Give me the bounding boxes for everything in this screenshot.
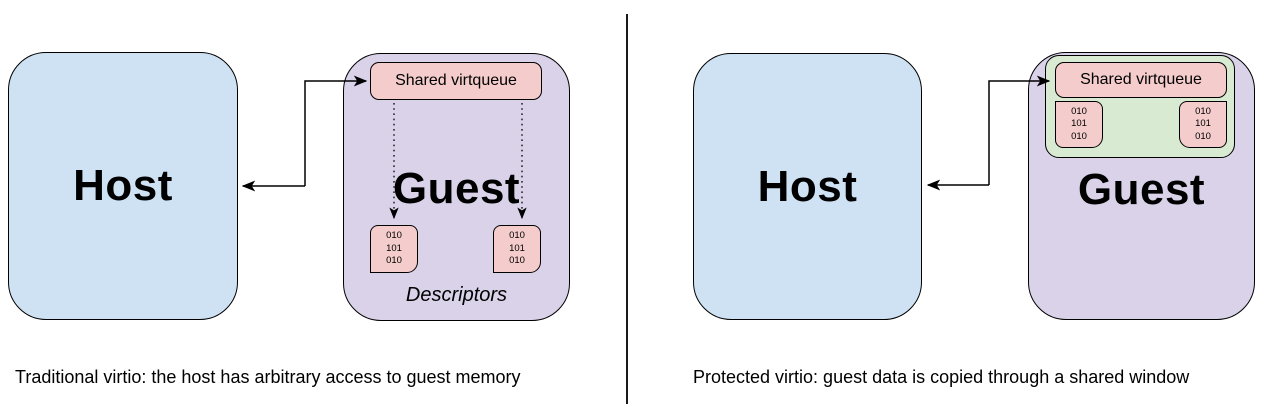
left-descriptor-box-1: 010 101 010	[370, 225, 418, 273]
left-guest-label: Guest	[392, 164, 521, 213]
binary-line: 010	[1071, 130, 1087, 142]
panel-divider	[626, 14, 628, 404]
right-host-box: Host	[693, 53, 922, 320]
binary-line: 010	[1195, 105, 1211, 117]
left-host-label: Host	[73, 161, 173, 210]
right-window-box-2: 010 101 010	[1179, 101, 1227, 148]
right-shared-virtqueue-label: Shared virtqueue	[1080, 71, 1202, 88]
right-shared-virtqueue-box: Shared virtqueue	[1055, 62, 1227, 98]
binary-line: 010	[509, 255, 525, 267]
binary-line: 010	[1071, 105, 1087, 117]
left-shared-virtqueue-box: Shared virtqueue	[370, 62, 542, 100]
left-caption: Traditional virtio: the host has arbitra…	[15, 367, 521, 387]
binary-line: 010	[386, 255, 402, 267]
right-guest-label: Guest	[1077, 165, 1206, 214]
binary-line: 010	[1195, 130, 1211, 142]
binary-line: 010	[386, 230, 402, 242]
binary-line: 101	[386, 242, 402, 254]
right-window-box-1: 010 101 010	[1055, 101, 1103, 148]
right-host-label: Host	[757, 161, 858, 211]
binary-line: 101	[1071, 118, 1087, 130]
left-descriptors-label: Descriptors	[405, 284, 508, 306]
left-shared-virtqueue-label: Shared virtqueue	[395, 72, 517, 89]
binary-line: 010	[509, 230, 525, 242]
left-descriptor-box-2: 010 101 010	[493, 225, 541, 273]
binary-line: 101	[509, 242, 525, 254]
left-host-box: Host	[8, 52, 238, 320]
right-caption: Protected virtio: guest data is copied t…	[693, 367, 1190, 387]
binary-line: 101	[1195, 118, 1211, 130]
